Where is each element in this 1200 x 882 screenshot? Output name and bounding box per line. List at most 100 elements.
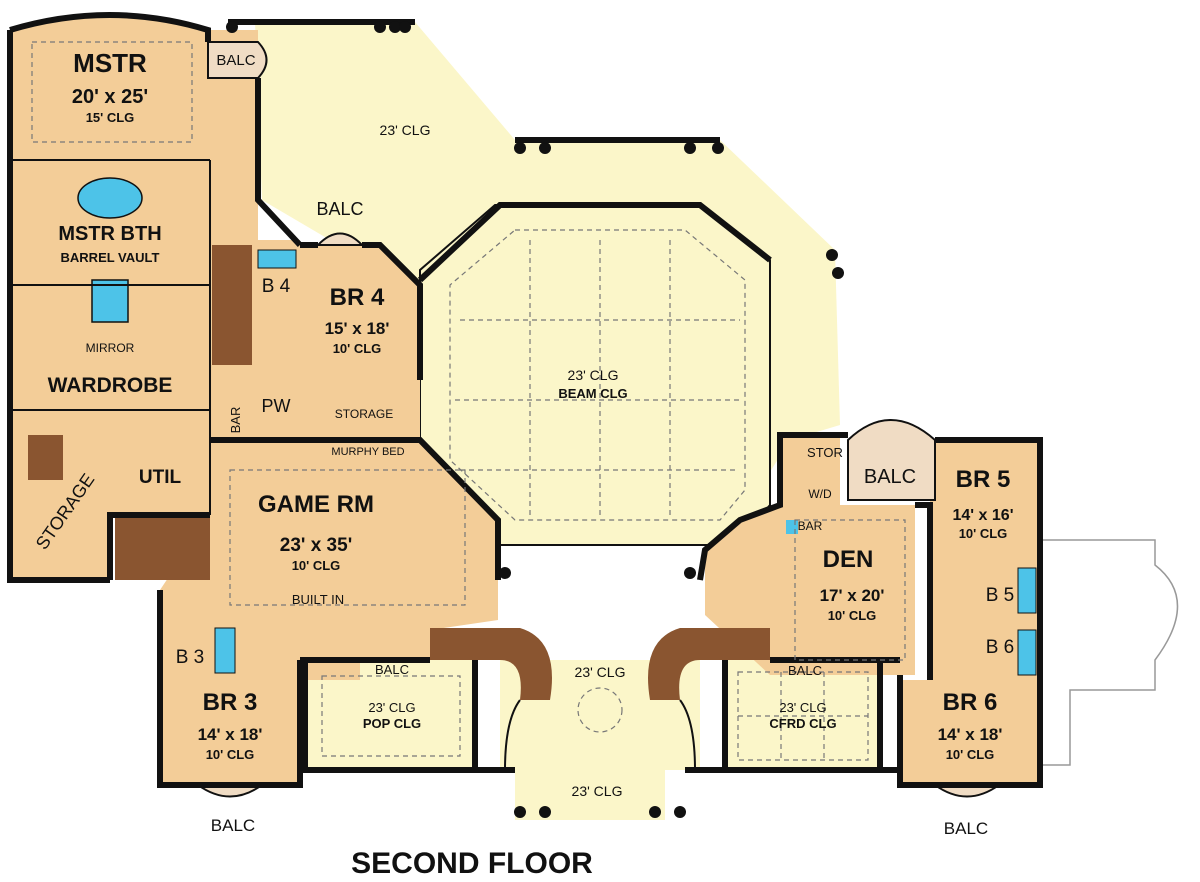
entry-rail-left [504,699,521,771]
inner-walls [10,41,906,761]
wall-master-right [255,78,303,248]
beam-clg: 23' CLG [568,367,619,383]
br5-dim: 14' x 16' [953,507,1014,524]
mstr-bath-name: MSTR BTH [58,223,161,245]
bar-right-sink [786,520,798,534]
pw-fill [255,335,330,440]
beam-grid [449,229,746,521]
stairs [28,245,770,771]
built-in-label: BUILT IN [292,592,344,607]
util-fill [110,410,210,515]
balc-mstr-shape [207,41,268,79]
cfrd-clg: 23' CLG [779,700,826,715]
b6-label: B 6 [986,637,1015,658]
bar-left-label: BAR [228,407,243,434]
entry-clg: 23' CLG [575,664,626,680]
balc-den-label: BALC [788,663,822,678]
stair-curve-left [430,628,552,700]
br6-clg: 10' CLG [946,747,995,762]
mstr-tray [31,41,193,143]
stair-left-upper [212,245,252,365]
wall-game-top [210,437,501,580]
mstr-name: MSTR [73,48,147,78]
balc-side-label: BALC [864,466,916,488]
columns [226,21,844,818]
br3-fill [160,680,300,785]
wardrobe-name: WARDROBE [48,374,173,397]
wall-upper-open [228,19,772,283]
game-clg: 10' CLG [292,558,341,573]
plan-title: SECOND FLOOR [351,847,593,880]
water-fixtures [77,177,1037,676]
br6-fill [900,680,1040,785]
bar-right-label: BAR [798,519,823,533]
game-dim: 23' x 35' [280,535,352,556]
walls [7,12,1043,788]
entry-rail-right [679,699,696,771]
b5-tub [1017,567,1037,614]
stair-curve-right [648,628,770,700]
b6-tub [1017,629,1037,676]
br4-name: BR 4 [330,284,385,311]
coffered-ceiling-room [725,660,880,770]
game-name: GAME RM [258,491,374,518]
pop-tray [321,675,461,757]
br5-clg: 10' CLG [959,526,1008,541]
wall-br4 [300,242,423,380]
b5-label: B 5 [986,585,1015,606]
br4-clg: 10' CLG [333,341,382,356]
balc-br3-label: BALC [211,816,255,835]
balc-den-shape [847,419,936,501]
wall-den-right [915,502,933,680]
murphy-label: MURPHY BED [331,446,404,458]
bar-left-fill [210,390,255,440]
den-dim: 17' x 20' [820,586,885,605]
br3-name: BR 3 [203,689,258,716]
b3-label: B 3 [176,647,205,668]
beam-type: BEAM CLG [558,386,627,401]
br6-name: BR 6 [943,689,998,716]
stor-fill [780,435,840,510]
den-tray [794,519,906,661]
stair-storage [28,435,63,480]
balc-br6-label: BALC [944,819,988,838]
mstr-tub [77,177,143,219]
den-name: DEN [823,546,874,573]
balc-game-label: BALC [375,662,409,677]
game-tray [229,469,466,606]
wd-label: W/D [808,487,832,501]
pw-label: PW [262,396,291,416]
porch-clg: 23' CLG [572,783,623,799]
b3-tub [214,627,236,674]
br5-fill [930,440,1040,560]
balc-br4-shape [315,232,365,246]
br3-clg: 10' CLG [206,747,255,762]
side-terrace-outline [1040,539,1179,766]
upper-clg: 23' CLG [380,122,431,138]
entry-medallion [577,687,623,733]
br3-dim: 14' x 18' [198,725,263,744]
b4-tub [257,249,297,269]
br5-name: BR 5 [956,466,1011,493]
mstr-clg: 15' CLG [86,110,135,125]
stor-label: STOR [807,445,843,460]
b4-label: B 4 [262,276,291,297]
den-clg: 10' CLG [828,608,877,623]
mstr-room-fill [10,15,208,160]
br4-dim: 15' x 18' [325,319,390,338]
storage-mid-fill [330,380,420,440]
balc-br4-label: BALC [316,199,363,219]
wall-game-left [107,512,303,788]
game-room-fill [160,440,498,660]
pop-clg: 23' CLG [368,700,415,715]
pop-type: POP CLG [363,716,421,731]
stair-util [115,515,210,580]
mstr-dim: 20' x 25' [72,86,148,108]
mirror-label: MIRROR [86,341,135,355]
cfrd-type: CFRD CLG [769,716,836,731]
util-label: UTIL [139,467,182,488]
wall-left-outer [7,12,211,583]
br6-dim: 14' x 18' [938,725,1003,744]
wall-pop-room [300,657,478,770]
